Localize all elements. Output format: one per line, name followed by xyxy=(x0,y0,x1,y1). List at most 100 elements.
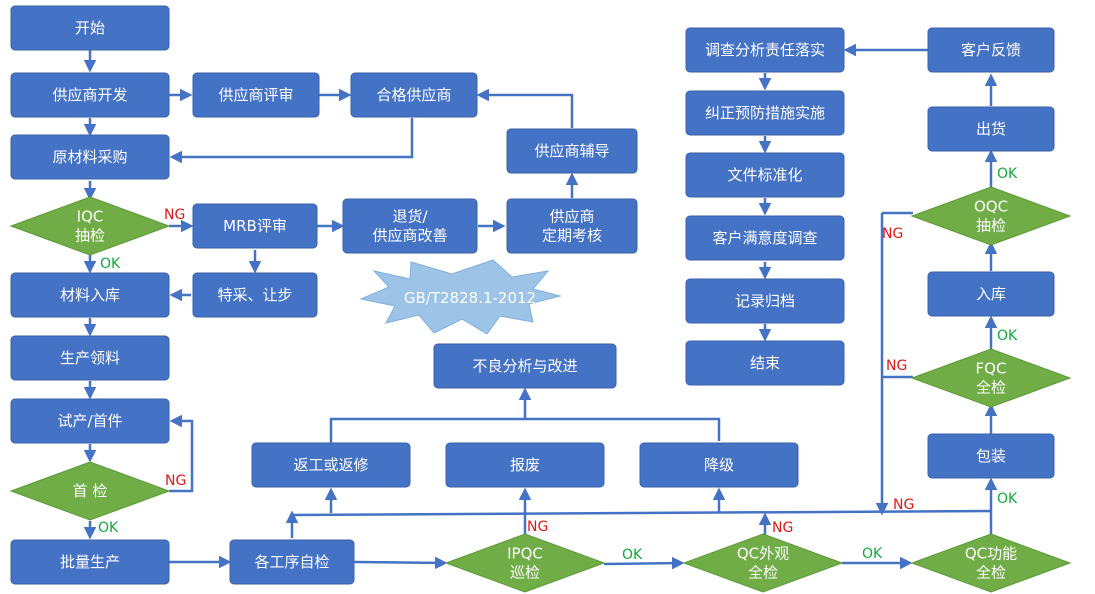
oqc-ok-label: OK xyxy=(997,166,1018,182)
qualified-supplier-label: 合格供应商 xyxy=(376,86,451,104)
ipqc-ok-label: OK xyxy=(622,547,643,563)
iqc-shape xyxy=(9,196,171,256)
production-pick-shape xyxy=(10,335,170,381)
packaging-label: 包装 xyxy=(976,447,1006,465)
qc-appearance-ok-label: OK xyxy=(862,546,883,562)
qc-appearance-ng-label: NG xyxy=(772,520,793,536)
qc-function-label-1: QC功能 xyxy=(965,545,1017,563)
investigation-label: 调查分析责任落实 xyxy=(705,41,825,59)
shipping-box: 出货 xyxy=(927,106,1055,152)
customer-feedback-shape xyxy=(927,27,1055,73)
defect-analysis-shape xyxy=(433,343,617,389)
scrap-box: 报废 xyxy=(445,442,605,488)
production-pick-box: 生产领料 xyxy=(10,335,170,381)
return-improve-box: 退货/供应商改善 xyxy=(342,198,478,254)
arrow-ipqc-to-qcappearance xyxy=(603,556,685,570)
warehouse-box: 入库 xyxy=(927,271,1055,317)
process-check-shape xyxy=(229,539,355,585)
special-pick-shape xyxy=(192,272,318,318)
satisfaction-label: 客户满意度调查 xyxy=(712,229,817,247)
doc-standard-label: 文件标准化 xyxy=(727,166,802,184)
arrow-coach-to-qualified xyxy=(476,88,574,128)
ng-bus-line xyxy=(291,509,993,517)
arrow-qualified-to-purchase xyxy=(169,118,414,164)
process-check-label: 各工序自检 xyxy=(254,553,329,571)
analysis-bus-line xyxy=(329,417,721,444)
material-store-label: 材料入库 xyxy=(60,286,120,304)
material-store-box: 材料入库 xyxy=(10,272,170,318)
shipping-label: 出货 xyxy=(976,120,1006,138)
trial-first-label: 试产/首件 xyxy=(57,412,122,430)
corrective-box: 纠正预防措施实施 xyxy=(685,90,845,136)
supplier-dev-label: 供应商开发 xyxy=(52,86,127,104)
ipqc-label-2: 巡检 xyxy=(510,564,540,582)
arrow-first-ng-to-trial xyxy=(169,414,194,493)
oqc-label-2: 抽检 xyxy=(976,217,1006,235)
start-shape xyxy=(10,5,170,51)
start-box: 开始 xyxy=(10,5,170,51)
packaging-shape xyxy=(927,433,1055,479)
trial-first-box: 试产/首件 xyxy=(10,398,170,444)
supplier-dev-shape xyxy=(10,72,170,118)
packaging-box: 包装 xyxy=(927,433,1055,479)
mrb-shape xyxy=(192,203,318,249)
return-improve-label-2: 供应商改善 xyxy=(372,227,447,245)
production-pick-label: 生产领料 xyxy=(60,349,120,367)
mass-production-box: 批量生产 xyxy=(10,539,170,585)
fqc-label-2: 全检 xyxy=(976,379,1006,397)
supplier-coach-box: 供应商辅导 xyxy=(506,128,638,174)
ipqc-shape xyxy=(444,533,606,593)
standard-label: GB/T2828.1-2012 xyxy=(404,289,536,307)
defect-analysis-box: 不良分析与改进 xyxy=(433,343,617,389)
qc-function-label-2: 全检 xyxy=(976,564,1006,582)
first-check-shape xyxy=(9,461,171,521)
defect-analysis-label: 不良分析与改进 xyxy=(472,357,577,375)
oqc-label-1: OQC xyxy=(974,198,1008,216)
supplier-eval-shape xyxy=(192,72,320,118)
supplier-dev-box: 供应商开发 xyxy=(10,72,170,118)
mrb-box: MRB评审 xyxy=(192,203,318,249)
doc-standard-shape xyxy=(685,152,845,198)
record-archive-shape xyxy=(685,278,845,324)
qc-appearance-label-1: QC外观 xyxy=(737,545,789,563)
oqc-ng-label: NG xyxy=(882,226,903,242)
mass-production-label: 批量生产 xyxy=(60,553,120,571)
qc-function-shape xyxy=(910,533,1072,593)
scrap-shape xyxy=(445,442,605,488)
downgrade-box: 降级 xyxy=(639,442,799,488)
first-check-label: 首 检 xyxy=(73,482,108,500)
qc-function-ok-label: OK xyxy=(997,491,1018,507)
warehouse-shape xyxy=(927,271,1055,317)
supplier-eval-label: 供应商评审 xyxy=(218,86,293,104)
arrow-process-to-ipqc xyxy=(353,556,448,570)
scrap-label: 报废 xyxy=(510,456,540,474)
qc-function-ng-label: NG xyxy=(893,497,914,513)
raw-purchase-label: 原材料采购 xyxy=(52,148,127,166)
first-check-decision: 首 检 xyxy=(9,461,171,521)
satisfaction-shape xyxy=(685,215,845,261)
oqc-shape xyxy=(910,186,1072,246)
rework-shape xyxy=(251,442,411,488)
supplier-periodic-label-2: 定期考核 xyxy=(542,227,602,245)
supplier-coach-label: 供应商辅导 xyxy=(534,142,609,160)
special-pick-box: 特采、让步 xyxy=(192,272,318,318)
satisfaction-box: 客户满意度调查 xyxy=(685,215,845,261)
shipping-shape xyxy=(927,106,1055,152)
fqc-ng-label: NG xyxy=(886,358,907,374)
ipqc-label-1: IPQC xyxy=(507,545,543,563)
fqc-shape xyxy=(910,348,1072,408)
corrective-shape xyxy=(685,90,845,136)
customer-feedback-label: 客户反馈 xyxy=(961,41,1021,59)
iqc-label-2: 抽检 xyxy=(75,227,105,245)
qc-appearance-label-2: 全检 xyxy=(748,564,778,582)
first-check-ng-label: NG xyxy=(165,473,186,489)
investigation-box: 调查分析责任落实 xyxy=(685,27,845,73)
